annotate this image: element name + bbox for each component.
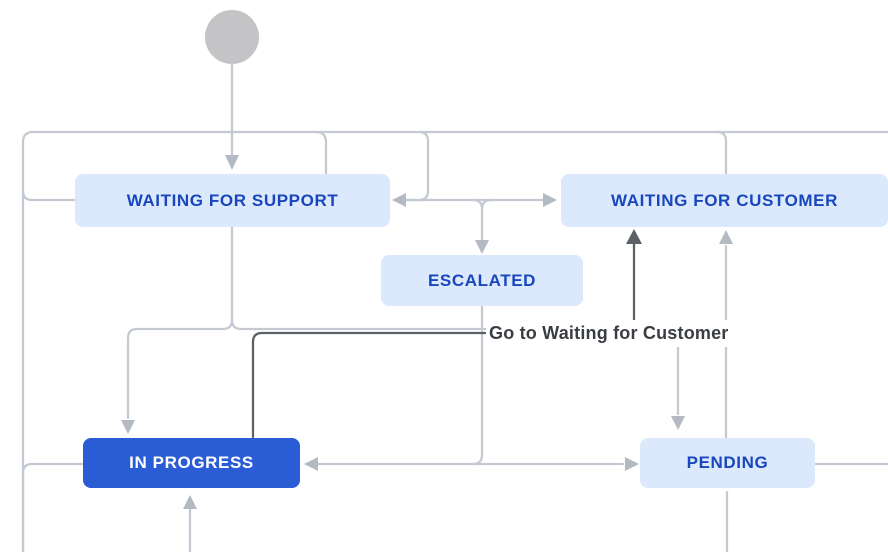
arrow-into-pending-left: [625, 457, 639, 471]
state-waiting-for-support[interactable]: WAITING FOR SUPPORT: [75, 174, 390, 227]
edge-branch-to-escalated-curve: [480, 198, 493, 211]
state-label: IN PROGRESS: [129, 453, 254, 472]
arrow-into-wfc-left: [543, 193, 557, 207]
state-waiting-for-customer[interactable]: WAITING FOR CUSTOMER: [561, 174, 888, 227]
start-node[interactable]: [205, 10, 259, 64]
edge-wfs-top-hook: [314, 130, 328, 176]
arrow-into-in-progress-right: [304, 457, 318, 471]
arrow-into-in-progress-bottom: [183, 495, 197, 509]
edge-outer-rail-left: [21, 130, 888, 552]
arrow-into-in-progress-top: [121, 420, 135, 434]
state-escalated[interactable]: ESCALATED: [381, 255, 583, 306]
arrow-into-escalated-top: [475, 240, 489, 254]
state-label: WAITING FOR SUPPORT: [126, 190, 339, 210]
edge-left-into-wfs: [21, 189, 77, 202]
edge-branch-to-escalated: [471, 198, 484, 244]
arrow-into-wfs-top: [225, 155, 239, 170]
arrow-into-pending-top: [671, 416, 685, 430]
arrow-into-wfc-bottom-light: [719, 230, 733, 244]
edge-wfs-to-in-progress: [126, 225, 234, 420]
edge-rail-to-wfc-top: [715, 130, 728, 176]
arrow-into-wfs-right: [392, 193, 406, 207]
state-label: ESCALATED: [427, 270, 537, 290]
state-pending[interactable]: PENDING: [640, 438, 815, 488]
state-in-progress[interactable]: IN PROGRESS: [83, 438, 300, 488]
arrow-into-wfc-bottom-dark: [626, 229, 642, 244]
edge-rail-to-wfs-right: [398, 130, 430, 202]
state-label: WAITING FOR CUSTOMER: [610, 190, 838, 210]
edge-in-progress-left-exit: [21, 462, 85, 552]
state-label: PENDING: [686, 453, 769, 472]
edge-escalated-stem: [471, 304, 484, 466]
transition-label[interactable]: Go to Waiting for Customer: [486, 320, 732, 347]
